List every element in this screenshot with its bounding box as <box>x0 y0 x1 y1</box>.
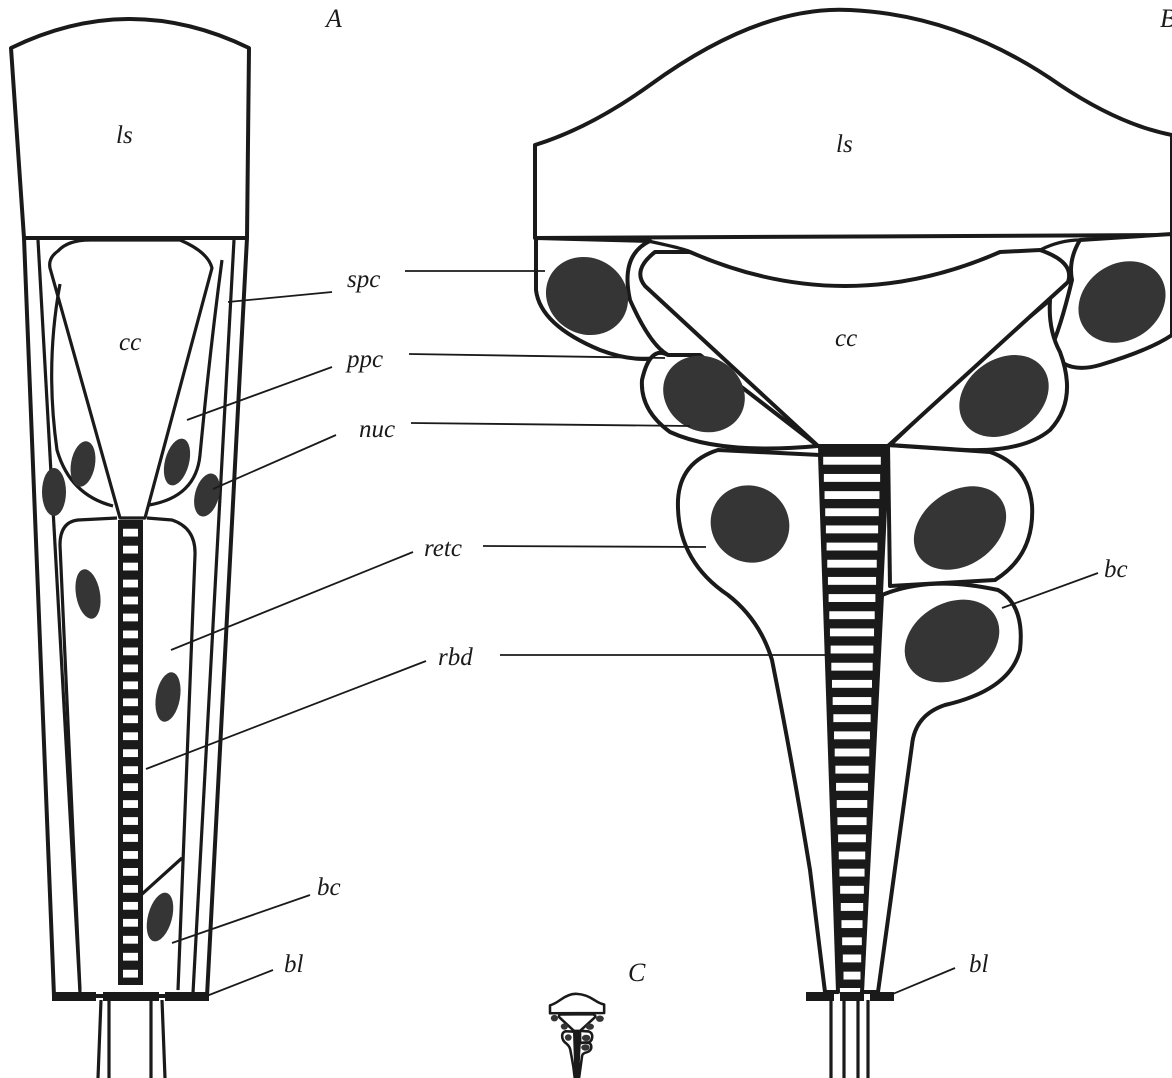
retc-leader-line-b <box>483 546 706 547</box>
panel-c-thumbnail <box>550 994 604 1078</box>
panel-b-lumen-space <box>535 10 1172 238</box>
bl-label-b: bl <box>969 951 989 978</box>
rod-stripe <box>827 560 876 568</box>
rod-stripe <box>831 646 874 654</box>
rod-stripe <box>123 664 138 672</box>
rod-stripe <box>825 491 880 499</box>
panel-c-label: C <box>628 958 646 987</box>
rod-stripe <box>123 851 138 859</box>
bl-label-a: bl <box>284 951 304 978</box>
panel-a-basal-lamina-left <box>52 992 96 1001</box>
panel-a-cc-label: cc <box>119 329 141 356</box>
rod-stripe <box>828 577 876 585</box>
rod-stripe <box>837 800 868 808</box>
panel-a: A ls cc spc ppc nuc retc rbd bc bl <box>11 4 473 1078</box>
rod-stripe <box>843 954 861 962</box>
rod-stripe <box>123 546 138 554</box>
rod-stripe <box>834 731 870 739</box>
rod-stripe <box>123 919 138 927</box>
panel-b-nerve-fibers <box>831 1000 868 1078</box>
rod-stripe <box>123 529 138 537</box>
rod-stripe <box>123 681 138 689</box>
rod-stripe <box>835 766 868 774</box>
rod-stripe <box>826 525 878 533</box>
rod-stripe <box>833 714 870 722</box>
rod-stripe <box>123 936 138 944</box>
rod-stripe <box>123 868 138 876</box>
rod-stripe <box>832 680 872 688</box>
bc-leader-line-b <box>1002 573 1098 608</box>
rod-stripe <box>823 457 881 465</box>
rod-stripe <box>123 817 138 825</box>
rod-stripe <box>835 749 870 757</box>
rod-stripe <box>842 937 862 945</box>
rod-stripe <box>123 614 138 622</box>
rod-stripe <box>123 580 138 588</box>
rod-stripe <box>838 834 866 842</box>
rod-stripe <box>123 766 138 774</box>
rod-stripe <box>836 783 868 791</box>
panel-b-label: B <box>1160 4 1172 33</box>
panel-c: C <box>550 958 646 1078</box>
panel-b: B ls cc bc bl <box>405 4 1172 1078</box>
panel-b-basal-lamina <box>806 992 894 1078</box>
rod-stripe <box>123 885 138 893</box>
rod-stripe <box>123 783 138 791</box>
rod-stripe <box>830 628 874 636</box>
rod-stripe <box>123 800 138 808</box>
spc-label: spc <box>347 266 380 293</box>
bc-label-a: bc <box>317 874 341 901</box>
ppc-label: ppc <box>345 346 383 373</box>
panel-b-cc-label: cc <box>835 325 857 352</box>
rod-stripe <box>844 972 861 980</box>
rod-stripe <box>839 869 864 877</box>
rod-stripe <box>825 508 879 516</box>
rod-stripe <box>123 953 138 961</box>
rod-stripe <box>123 631 138 639</box>
rod-stripe <box>123 970 138 978</box>
panel-b-basal-lamina-mid <box>840 992 864 1001</box>
panel-a-basal-lamina <box>52 992 209 1078</box>
rod-stripe <box>123 749 138 757</box>
nuc-leader-line-b <box>411 423 690 426</box>
panel-a-nerve-fibers <box>98 1000 165 1078</box>
rod-stripe <box>841 920 862 928</box>
rod-stripe <box>829 611 874 619</box>
rod-stripe <box>839 852 865 860</box>
panel-b-cells <box>535 10 1172 992</box>
rod-stripe <box>841 903 863 911</box>
bc-label-b: bc <box>1104 556 1128 583</box>
rod-stripe <box>837 817 866 825</box>
rod-stripe <box>123 647 138 655</box>
rod-stripe <box>827 543 878 551</box>
rod-stripe <box>840 886 864 894</box>
bl-leader-line-b <box>888 968 955 996</box>
rod-stripe <box>123 732 138 740</box>
panel-b-basal-lamina-right <box>870 992 894 1001</box>
panel-b-basal-lamina-left <box>806 992 834 1001</box>
retc-label: retc <box>424 535 462 562</box>
panel-b-ls-label: ls <box>836 131 853 158</box>
rod-stripe <box>831 663 872 671</box>
rod-stripe <box>123 834 138 842</box>
rod-stripe <box>123 715 138 723</box>
nuc-label: nuc <box>359 416 395 443</box>
panel-a-basal-lamina-right <box>165 992 209 1001</box>
rod-stripe <box>824 474 880 482</box>
rod-stripe <box>123 698 138 706</box>
rod-stripe <box>123 563 138 571</box>
rbd-label: rbd <box>438 644 473 671</box>
panel-a-label: A <box>324 4 342 33</box>
panel-a-basal-lamina-mid <box>103 992 159 1001</box>
panel-a-ls-label: ls <box>116 122 133 149</box>
rod-stripe <box>123 597 138 605</box>
rod-stripe <box>833 697 872 705</box>
rod-stripe <box>123 902 138 910</box>
rod-stripe <box>829 594 876 602</box>
bl-leader-line-a <box>204 970 273 997</box>
panel-a-nucleus <box>42 468 66 516</box>
